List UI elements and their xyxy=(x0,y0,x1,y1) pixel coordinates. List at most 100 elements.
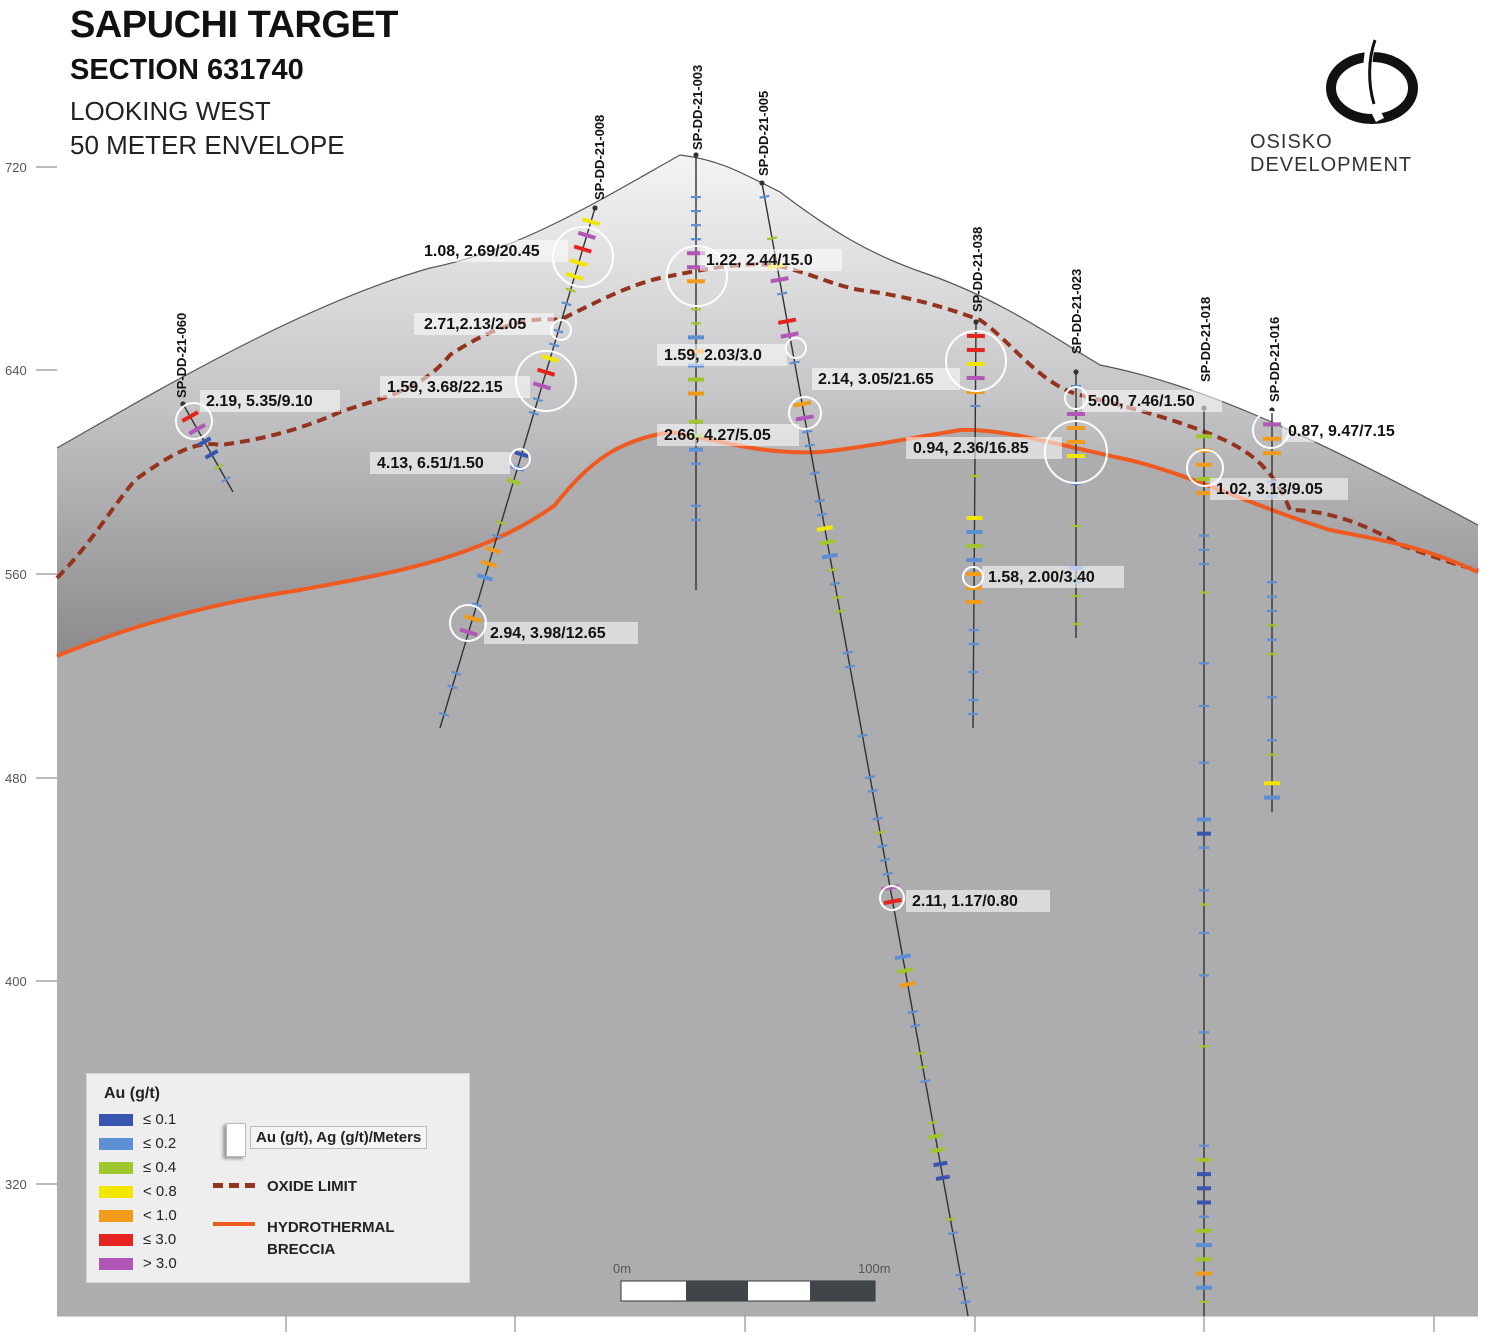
assay-tick xyxy=(894,953,911,961)
intercept-label: 2.66, 4.27/5.05 xyxy=(664,427,771,444)
hole-label-005: SP-DD-21-005 xyxy=(756,91,771,176)
oxide-zone xyxy=(57,155,1478,656)
assay-tick xyxy=(945,1217,956,1222)
assay-tick xyxy=(795,414,814,422)
assay-tick xyxy=(899,980,916,988)
assay-tick xyxy=(814,498,825,503)
intercept-label: 2.71,2.13/2.05 xyxy=(424,316,526,333)
intercept-labels: 2.19, 5.35/9.10 1.08, 2.69/20.45 2.71,2.… xyxy=(200,240,1420,912)
legend-swatch xyxy=(99,1138,133,1150)
breccia-legend-label-2: BRECCIA xyxy=(267,1241,336,1258)
assay-tick xyxy=(917,1065,928,1070)
oxide-legend-label: OXIDE LIMIT xyxy=(267,1178,357,1195)
legend-swatch xyxy=(99,1258,133,1270)
assay-tick xyxy=(819,538,836,546)
breccia-legend-label-1: HYDROTHERMAL xyxy=(267,1219,395,1236)
assay-tick xyxy=(832,595,843,600)
drill-trace xyxy=(761,182,969,1317)
elevation-tick-320: 320 xyxy=(5,1177,27,1192)
intercept-label: 2.14, 3.05/21.65 xyxy=(818,371,934,388)
assay-tick xyxy=(935,1174,951,1182)
intercept-label: 1.08, 2.69/20.45 xyxy=(424,243,540,260)
hole-label-008: SP-DD-21-008 xyxy=(592,115,607,200)
assay-tick xyxy=(569,258,588,268)
intercept-label: 5.00, 7.46/1.50 xyxy=(1088,393,1195,410)
elevation-tick-400: 400 xyxy=(5,974,27,989)
hole-label-003: SP-DD-21-003 xyxy=(690,65,705,150)
assay-tick xyxy=(821,552,839,560)
scale-start-label: 0m xyxy=(613,1261,631,1276)
assay-tick xyxy=(930,1146,946,1154)
intercept-label: 1.59, 3.68/22.15 xyxy=(387,379,503,396)
assay-tick xyxy=(804,443,815,448)
envelope-note: 50 METER ENVELOPE xyxy=(70,130,345,160)
assay-tick xyxy=(561,301,572,307)
assay-tick xyxy=(776,291,788,296)
assay-tick xyxy=(883,897,902,906)
assay-tick xyxy=(759,194,770,199)
assay-tick xyxy=(197,436,212,447)
elevation-tick-480: 480 xyxy=(5,771,27,786)
assay-tick xyxy=(879,858,891,863)
drill-collar xyxy=(592,205,598,211)
assay-tick xyxy=(549,342,560,348)
legend-swatch xyxy=(99,1210,133,1222)
legend-bin-label: ≤ 0.2 xyxy=(143,1135,177,1152)
intercept-label: 1.59, 2.03/3.0 xyxy=(664,347,762,364)
assay-tick xyxy=(540,354,560,364)
assay-tick xyxy=(907,1010,918,1015)
legend-swatch xyxy=(99,1186,133,1198)
drill-trace xyxy=(182,403,234,493)
assay-tick xyxy=(532,381,552,391)
assay-tick xyxy=(867,788,878,793)
assay-tick xyxy=(874,830,886,835)
assay-tick xyxy=(817,512,828,517)
assay-tick xyxy=(947,1231,959,1236)
assay-tick xyxy=(857,733,868,738)
assay-tick xyxy=(802,429,813,434)
breccia-legend-line xyxy=(213,1222,255,1226)
assay-tick xyxy=(864,775,876,780)
drill-trace xyxy=(972,321,977,729)
legend-bin-label: ≤ 0.4 xyxy=(143,1159,177,1176)
assay-tick xyxy=(955,1272,966,1277)
oxide-legend-line xyxy=(213,1183,255,1188)
assay-tick xyxy=(844,664,856,669)
assay-tick xyxy=(770,276,789,284)
intercept-label: 1.02, 3.13/9.05 xyxy=(1216,481,1323,498)
assay-tick xyxy=(573,244,592,254)
brand-name: OSISKO DEVELOPMENT xyxy=(1250,131,1413,176)
assay-tick xyxy=(438,711,450,717)
scale-bar: 0m 100m xyxy=(613,1261,891,1302)
assay-tick xyxy=(476,573,494,582)
intercept-label: 0.87, 9.47/7.15 xyxy=(1288,423,1395,440)
assay-tick xyxy=(536,367,556,377)
assay-tick xyxy=(459,627,478,637)
scale-end-label: 100m xyxy=(858,1261,891,1276)
assay-tick xyxy=(957,1286,969,1291)
legend-bin-label: < 1.0 xyxy=(143,1207,177,1224)
drill-collar xyxy=(759,180,765,186)
assay-tick xyxy=(809,471,820,476)
hole-label-060: SP-DD-21-060 xyxy=(174,313,189,398)
legend-bin-label: > 3.0 xyxy=(143,1255,177,1272)
assay-tick xyxy=(792,400,812,408)
assay-tick xyxy=(491,533,503,539)
assay-tick xyxy=(484,545,502,555)
assay-tick xyxy=(827,567,838,572)
assay-tick xyxy=(915,1051,926,1056)
assay-tick xyxy=(532,397,544,403)
intercept-label: 0.94, 2.36/16.85 xyxy=(913,440,1029,457)
intercept-label: 1.58, 2.00/3.40 xyxy=(988,569,1095,586)
page-title: SAPUCHI TARGET xyxy=(70,4,398,46)
legend-panel xyxy=(86,1073,470,1283)
assay-tick xyxy=(777,317,797,325)
intercept-key-label: Au (g/t), Ag (g/t)/Meters xyxy=(250,1126,428,1149)
intercept-label: 2.94, 3.98/12.65 xyxy=(490,625,606,642)
assay-tick xyxy=(496,520,507,526)
legend-bin-label: ≤ 0.1 xyxy=(143,1111,177,1128)
assay-tick xyxy=(463,614,482,624)
assay-tick xyxy=(451,670,462,676)
intercept-label: 4.13, 6.51/1.50 xyxy=(377,455,484,472)
